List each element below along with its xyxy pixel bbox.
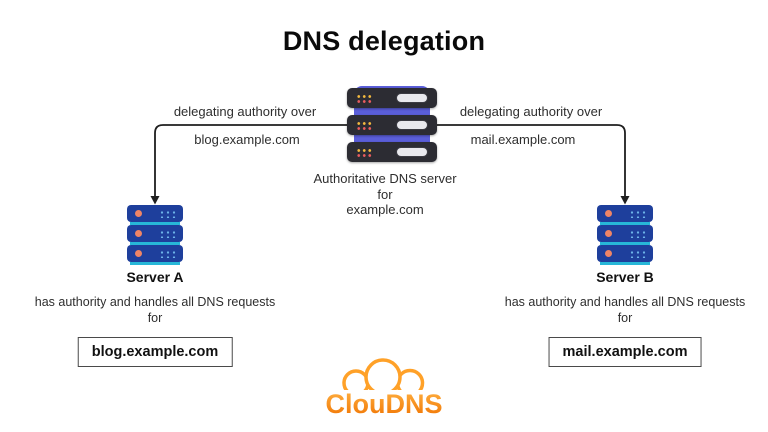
server-unit (597, 225, 653, 242)
drive-handle-icon (396, 120, 428, 130)
server-a-icon (127, 205, 183, 265)
server-band (130, 262, 180, 265)
caption-line: Authoritative DNS server (313, 171, 457, 186)
led-dots-icon (356, 93, 372, 103)
description-line: for (617, 311, 633, 325)
drive-handle-icon (396, 93, 428, 103)
server-band (600, 242, 650, 245)
description-line: for (147, 311, 163, 325)
server-unit (597, 205, 653, 222)
vent-dots-icon (159, 230, 176, 238)
drive-handle-icon (396, 147, 428, 157)
cloudns-logo: ClouDNS (309, 358, 459, 418)
left-arrow-domain-label: blog.example.com (194, 132, 300, 147)
server-unit (127, 225, 183, 242)
description-line: has authority and handles all DNS reques… (504, 295, 746, 309)
server-unit (127, 245, 183, 262)
server-stack-icon (347, 86, 437, 162)
cloud-outline-icon (309, 358, 459, 418)
power-led-icon (135, 230, 142, 237)
server-b-description: has authority and handles all DNS reques… (470, 294, 768, 326)
power-led-icon (605, 250, 612, 257)
vent-dots-icon (159, 250, 176, 258)
server-panel (347, 115, 437, 135)
left-arrow-label: delegating authority over (173, 104, 317, 119)
led-dots-icon (356, 147, 372, 157)
blog-domain-box: blog.example.com (77, 337, 233, 367)
server-band (600, 222, 650, 225)
server-unit (597, 245, 653, 262)
vent-dots-icon (159, 210, 176, 218)
led-dots-icon (356, 120, 372, 130)
mail-domain-box: mail.example.com (548, 337, 702, 367)
power-led-icon (135, 210, 142, 217)
center-server-caption: Authoritative DNS server for example.com (313, 171, 456, 218)
server-panel (347, 88, 437, 108)
power-led-icon (605, 230, 612, 237)
caption-line: example.com (346, 202, 424, 217)
server-band (130, 242, 180, 245)
right-arrow-label: delegating authority over (459, 104, 603, 119)
server-b-icon (597, 205, 653, 265)
power-led-icon (605, 210, 612, 217)
server-b-name: Server B (596, 269, 654, 285)
server-band (130, 222, 180, 225)
server-a-name: Server A (126, 269, 184, 285)
caption-line: for (377, 186, 393, 202)
server-a-description: has authority and handles all DNS reques… (0, 294, 310, 326)
server-band (600, 262, 650, 265)
page-title: DNS delegation (282, 26, 486, 56)
server-panel (347, 142, 437, 162)
left-arrowhead-icon (150, 196, 160, 205)
logo-text: ClouDNS (326, 389, 443, 418)
description-line: has authority and handles all DNS reques… (34, 295, 276, 309)
vent-dots-icon (629, 230, 646, 238)
vent-dots-icon (629, 250, 646, 258)
right-arrow-domain-label: mail.example.com (470, 132, 576, 147)
vent-dots-icon (629, 210, 646, 218)
power-led-icon (135, 250, 142, 257)
server-unit (127, 205, 183, 222)
right-arrowhead-icon (620, 196, 630, 205)
